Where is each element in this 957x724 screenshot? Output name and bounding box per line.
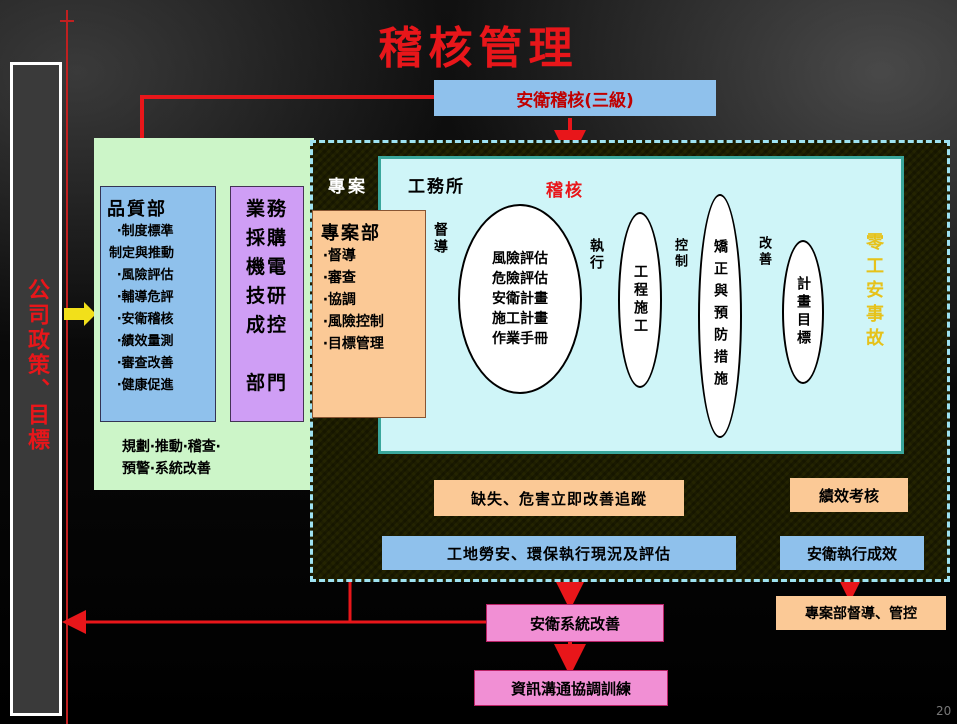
business-line: 採購 xyxy=(245,227,288,249)
perf-review-box: 績效考核 xyxy=(790,478,908,512)
quality-item: ‧績效量測 xyxy=(117,334,174,349)
business-line xyxy=(231,340,303,369)
risk-ellipse: 風險評估 危險評估 安衛計畫 施工計畫 作業手冊 xyxy=(458,204,582,394)
safety-result-box: 安衛執行成效 xyxy=(780,536,924,570)
corrective-ellipse: 矯正與預防措施 xyxy=(698,194,742,438)
risk-line: 施工計畫 xyxy=(492,311,548,327)
corrective-text: 矯正與預防措施 xyxy=(712,239,728,393)
improve-label: 改善 xyxy=(756,236,771,268)
policy-bar xyxy=(10,62,62,716)
green-footer-line: 規劃‧推動‧稽查‧ xyxy=(122,439,221,455)
quality-dept-list: ‧制度標準 制定與推動 ‧風險評估 ‧輔導危評 ‧安衛稽核 ‧績效量測 ‧審查改… xyxy=(107,221,209,397)
policy-bar-text: 公司政策、目標 xyxy=(24,277,49,453)
audit-three-level-label: 安衛稽核(三級) xyxy=(516,90,634,111)
project-item: ‧風險控制 xyxy=(323,314,384,330)
project-item: ‧督導 xyxy=(323,248,356,264)
site-eval-box: 工地勞安、環保執行現況及評估 xyxy=(382,536,736,570)
project-supervise-box: 專案部督導、管控 xyxy=(776,596,946,630)
perf-review-label: 績效考核 xyxy=(818,486,879,505)
business-line: 技研 xyxy=(245,285,288,307)
audit-label: 稽核 xyxy=(546,181,584,201)
quality-item: 制定與推動 xyxy=(109,246,175,261)
audit-three-level-box: 安衛稽核(三級) xyxy=(434,80,716,116)
system-improve-box: 安衛系統改善 xyxy=(486,604,664,642)
risk-line: 作業手冊 xyxy=(492,331,548,347)
system-improve-label: 安衛系統改善 xyxy=(529,614,620,633)
comm-training-label: 資訊溝通協調訓練 xyxy=(510,679,631,698)
policy-bar-text-wrap: 公司政策、目標 xyxy=(13,240,59,490)
quality-item: ‧風險評估 xyxy=(117,268,174,283)
green-footer: 規劃‧推動‧稽查‧ 預警‧系統改善 xyxy=(122,436,221,480)
defect-tracking-box: 缺失、危害立即改善追蹤 xyxy=(434,480,684,516)
plan-target-text: 計畫目標 xyxy=(795,276,811,348)
plan-target-ellipse: 計畫目標 xyxy=(782,240,824,384)
execute-label: 執行 xyxy=(588,238,604,272)
business-line: 機電 xyxy=(245,256,288,278)
business-line: 部門 xyxy=(245,372,288,394)
page-title: 稽核管理 xyxy=(378,23,579,74)
comm-training-box: 資訊溝通協調訓練 xyxy=(474,670,668,706)
project-dept-list: ‧督導 ‧審查 ‧協調 ‧風險控制 ‧目標管理 xyxy=(321,245,417,355)
business-line: 成控 xyxy=(245,314,288,336)
project-supervise-label: 專案部督導、管控 xyxy=(805,606,917,622)
project-item: ‧目標管理 xyxy=(323,336,384,352)
page-number: 20 xyxy=(936,704,952,718)
risk-line: 風險評估 xyxy=(492,251,548,267)
control-label: 控制 xyxy=(672,238,687,270)
quality-dept-heading: 品質部 xyxy=(107,199,167,220)
project-dept-box: 專案部 ‧督導 ‧審查 ‧協調 ‧風險控制 ‧目標管理 xyxy=(312,210,426,418)
project-item: ‧協調 xyxy=(323,292,356,308)
quality-item: ‧健康促進 xyxy=(117,378,174,393)
quality-dept-box: 品質部 ‧制度標準 制定與推動 ‧風險評估 ‧輔導危評 ‧安衛稽核 ‧績效量測 … xyxy=(100,186,216,422)
supervise-label: 督導 xyxy=(432,222,448,256)
safety-result-label: 安衛執行成效 xyxy=(806,544,897,563)
construction-text: 工程施工 xyxy=(632,264,648,336)
green-footer-line: 預警‧系統改善 xyxy=(122,461,211,477)
quality-item: ‧輔導危評 xyxy=(117,290,174,305)
site-eval-label: 工地勞安、環保執行現況及評估 xyxy=(446,544,671,563)
defect-tracking-label: 缺失、危害立即改善追蹤 xyxy=(470,489,647,508)
zero-accident-text: 零工安事故 xyxy=(863,232,884,352)
quality-item: ‧制度標準 xyxy=(117,224,174,239)
project-label: 專案 xyxy=(328,177,368,197)
left-rule-cap xyxy=(60,20,74,22)
site-office-label: 工務所 xyxy=(408,177,465,197)
risk-line: 危險評估 xyxy=(492,271,548,287)
quality-item: ‧安衛稽核 xyxy=(117,312,174,327)
quality-item: ‧審查改善 xyxy=(117,356,174,371)
business-line: 業務 xyxy=(245,198,288,220)
project-dept-heading: 專案部 xyxy=(321,223,381,244)
business-dept-box: 業務 採購 機電 技研 成控 部門 xyxy=(230,186,304,422)
left-rule xyxy=(66,10,68,724)
policy-arrow xyxy=(64,302,96,326)
risk-line: 安衛計畫 xyxy=(492,291,548,307)
construction-ellipse: 工程施工 xyxy=(618,212,662,388)
project-item: ‧審查 xyxy=(323,270,356,286)
